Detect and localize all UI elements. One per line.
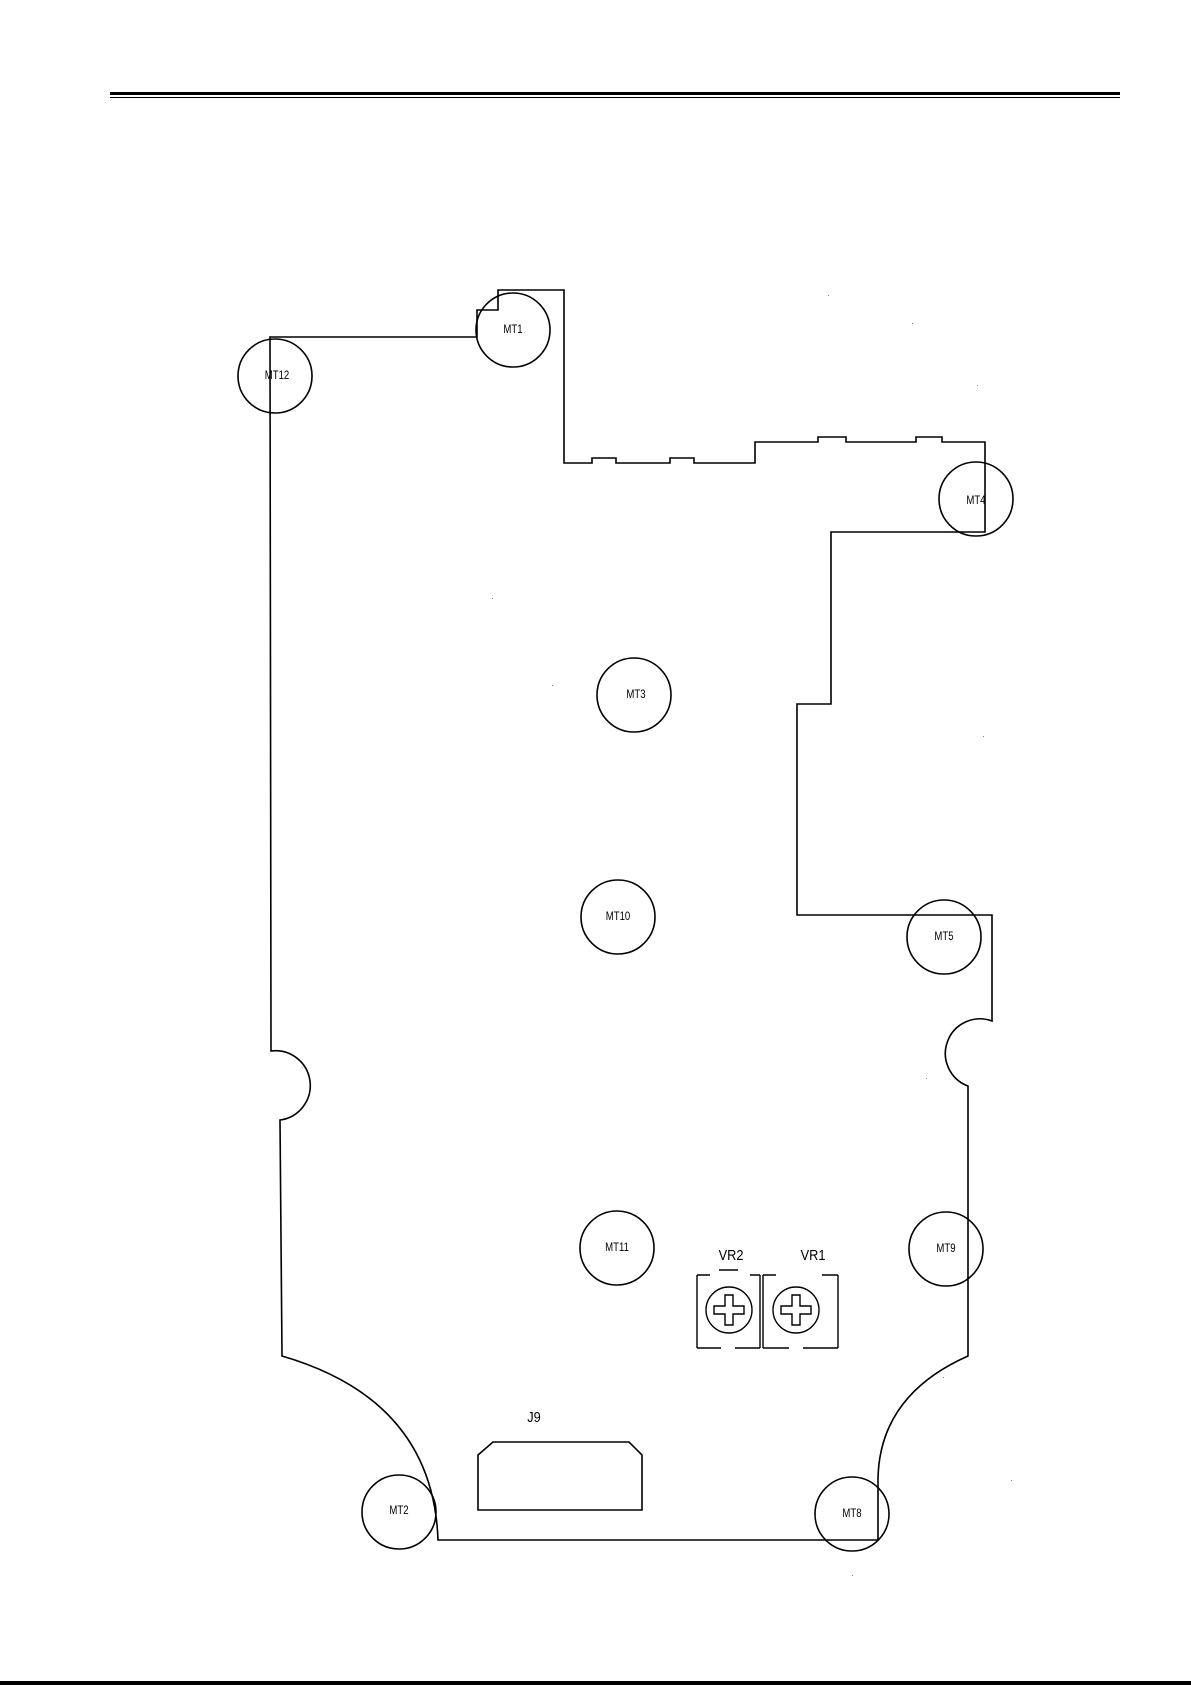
vr2-screw-slot-icon: [714, 1295, 744, 1325]
mt3-label: MT3: [626, 688, 645, 701]
mt12-label: MT12: [265, 369, 290, 382]
mt4-label: MT4: [966, 494, 985, 507]
speck: [492, 598, 493, 599]
vr2-screw-head: [706, 1287, 752, 1333]
vr1-label: VR1: [801, 1246, 826, 1263]
vr2-label: VR2: [719, 1246, 744, 1263]
mounting-hole-mt12: MT12: [238, 339, 312, 413]
speck: [828, 295, 829, 296]
footer-rule: [0, 1681, 1191, 1685]
connector-j9: J9: [478, 1408, 642, 1510]
j9-outline: [478, 1442, 642, 1510]
potentiometer-vr1: VR1: [763, 1246, 838, 1348]
mounting-hole-mt1: MT1: [476, 293, 550, 367]
speck: [943, 1377, 944, 1378]
board-outline: [270, 290, 992, 1540]
speck: [977, 385, 978, 386]
speck: [852, 1575, 853, 1576]
speck: [1011, 1480, 1012, 1481]
mt8-label: MT8: [842, 1507, 861, 1520]
j9-label: J9: [527, 1408, 541, 1425]
speck: [926, 1078, 927, 1079]
mounting-hole-mt11: MT11: [580, 1211, 654, 1285]
mt11-label: MT11: [605, 1241, 629, 1254]
mt2-label: MT2: [389, 1504, 408, 1517]
speck: [552, 685, 553, 686]
speck: [983, 736, 984, 737]
mounting-hole-mt4: MT4: [939, 462, 1013, 536]
mounting-hole-mt9: MT9: [909, 1212, 983, 1286]
mounting-hole-mt3: MT3: [597, 658, 671, 732]
vr1-screw-head: [773, 1287, 819, 1333]
mt5-label: MT5: [934, 930, 953, 943]
vr1-screw-slot-icon: [781, 1295, 811, 1325]
mt1-label: MT1: [503, 323, 522, 336]
mounting-hole-mt5: MT5: [907, 900, 981, 974]
potentiometer-vr2: VR2: [697, 1246, 760, 1348]
mounting-hole-mt10: MT10: [581, 880, 655, 954]
mounting-hole-mt2: MT2: [362, 1475, 436, 1549]
mt10-label: MT10: [606, 910, 631, 923]
mt9-label: MT9: [936, 1242, 955, 1255]
speck: [912, 323, 913, 324]
